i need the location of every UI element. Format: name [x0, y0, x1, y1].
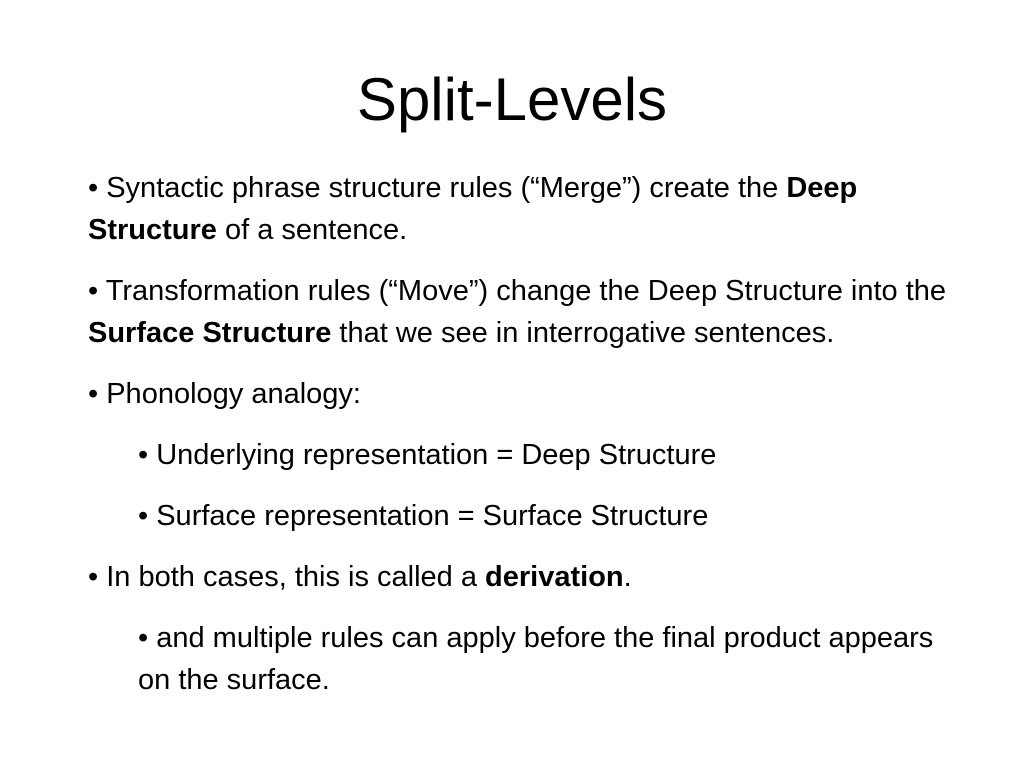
slide-body: • Syntactic phrase structure rules (“Mer… [88, 167, 968, 701]
bullet-phonology-analogy: • Phonology analogy: [88, 373, 968, 415]
subbullet-surface-representation: • Surface representation = Surface Struc… [138, 495, 968, 537]
bullet-bold-term: derivation [485, 561, 624, 593]
bullet-marker: • [88, 275, 99, 307]
bullet-text: and multiple rules can apply before the … [138, 622, 934, 696]
bullet-text: Syntactic phrase structure rules (“Merge… [106, 172, 787, 204]
subbullet-underlying-representation: • Underlying representation = Deep Struc… [138, 434, 968, 476]
bullet-move-surface-structure: • Transformation rules (“Move”) change t… [88, 270, 968, 354]
bullet-merge-deep-structure: • Syntactic phrase structure rules (“Mer… [88, 167, 968, 251]
bullet-marker: • [88, 561, 99, 593]
bullet-text-tail: of a sentence. [216, 214, 408, 246]
bullet-marker: • [138, 622, 149, 654]
bullet-marker: • [88, 378, 99, 410]
bullet-text: Transformation rules (“Move”) change the… [105, 275, 947, 307]
bullet-marker: • [138, 500, 149, 532]
bullet-text-tail: that we see in interrogative sentences. [331, 317, 835, 349]
bullet-text: Surface representation = Surface Structu… [156, 500, 709, 532]
slide-title: Split-Levels [356, 66, 668, 133]
bullet-text: In both cases, this is called a [106, 561, 486, 593]
bullet-text: Phonology analogy: [106, 378, 361, 410]
bullet-text-tail: . [623, 561, 632, 593]
bullet-marker: • [138, 439, 149, 471]
bullet-derivation: • In both cases, this is called a deriva… [88, 556, 968, 598]
bullet-marker: • [88, 172, 99, 204]
bullet-text: Underlying representation = Deep Structu… [156, 439, 717, 471]
bullet-bold-term: Deep Structure [88, 172, 858, 246]
bullet-bold-term: Surface Structure [88, 317, 332, 349]
subbullet-multiple-rules: • and multiple rules can apply before th… [138, 617, 968, 701]
